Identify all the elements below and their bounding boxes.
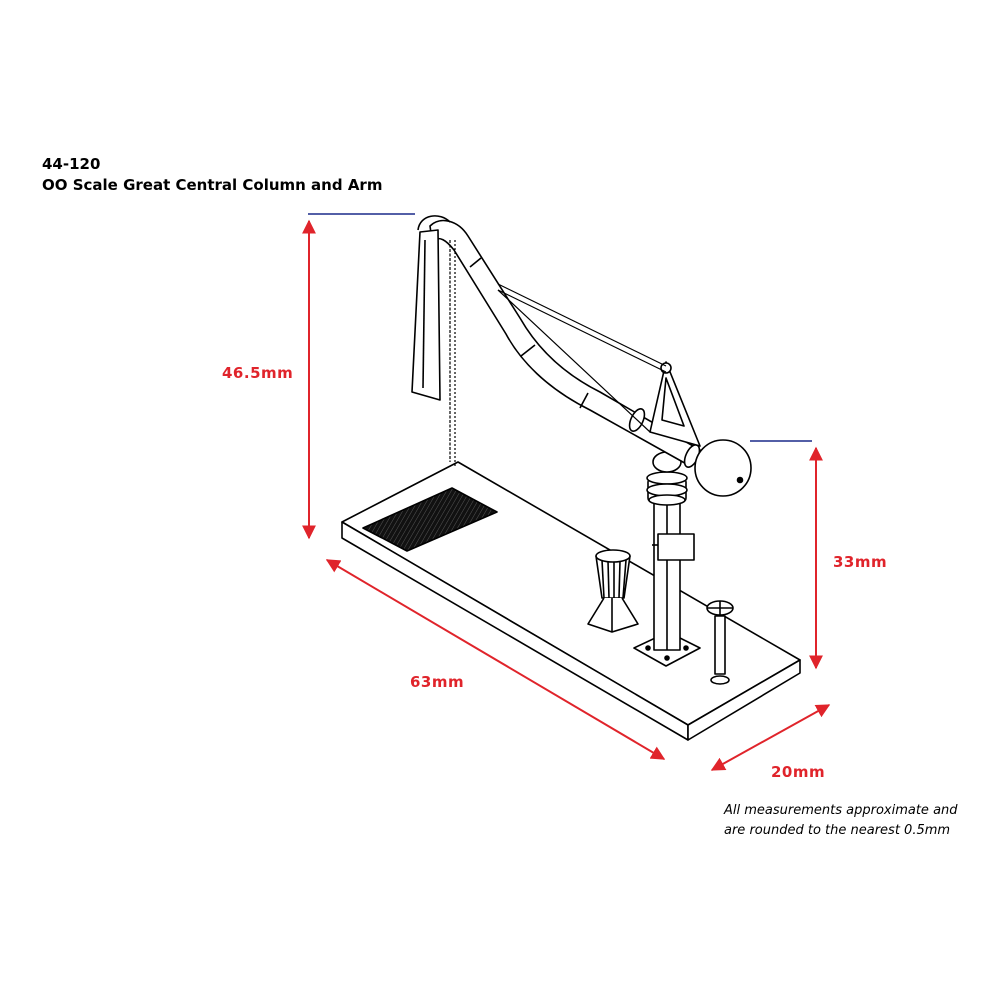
counterweight-ball [694, 439, 752, 497]
chains [449, 240, 667, 468]
base-board [341, 461, 801, 741]
product-code: 44-120 [42, 155, 101, 173]
dimension-height-total: 46.5mm [222, 364, 294, 382]
arrow-length [325, 559, 666, 760]
leather-bag [411, 229, 441, 401]
valve-wheel-stand [706, 600, 734, 685]
product-name: OO Scale Great Central Column and Arm [42, 176, 383, 194]
fire-basket [587, 549, 639, 633]
note-line-1: All measurements approximate and [724, 803, 958, 818]
support-bracket [649, 361, 701, 447]
water-column [646, 451, 695, 651]
arrow-width [710, 704, 831, 771]
drain-grate [362, 487, 498, 552]
column-plate [657, 533, 695, 561]
dimension-height-arm: 33mm [833, 553, 888, 571]
note-line-2: are rounded to the nearest 0.5mm [724, 823, 951, 838]
